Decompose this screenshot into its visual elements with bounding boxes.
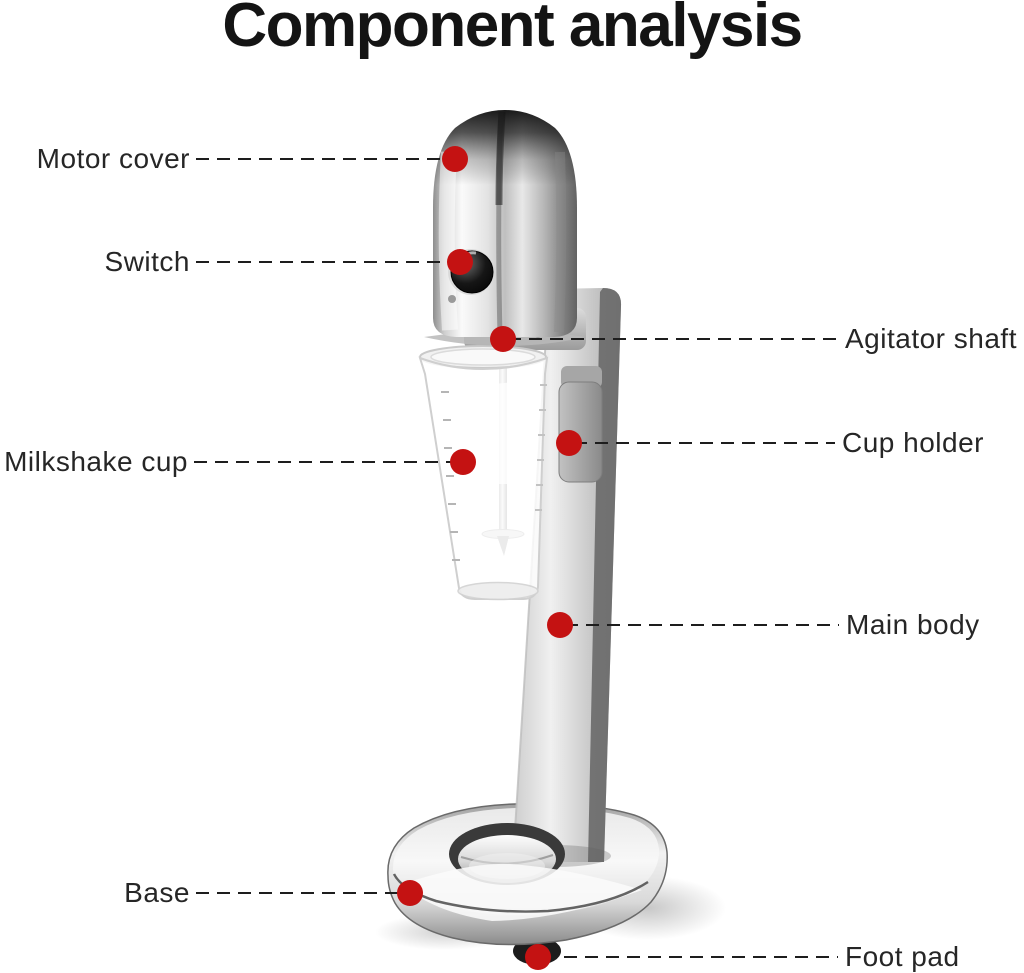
callout-label-milkshake-cup: Milkshake cup [4, 446, 188, 477]
callout-dot-switch [447, 249, 473, 275]
callout-dot-milkshake-cup [450, 449, 476, 475]
cup-measure-ticks [441, 391, 460, 561]
callout-label-base: Base [124, 877, 190, 908]
callout-line-cup-holder [574, 442, 835, 444]
callout-line-agitator-shaft [508, 338, 838, 340]
callout-dot-base [397, 880, 423, 906]
callout-line-main-body [565, 624, 839, 626]
callout-line-motor-cover [196, 158, 450, 160]
page-title: Component analysis [222, 0, 803, 60]
callout-line-foot-pad [543, 956, 838, 958]
callout-label-cup-holder: Cup holder [842, 427, 984, 458]
callout-dot-agitator-shaft [490, 326, 516, 352]
callout-dot-main-body [547, 612, 573, 638]
callout-line-milkshake-cup [194, 461, 458, 463]
callout-dot-cup-holder [556, 430, 582, 456]
callout-label-motor-cover: Motor cover [36, 143, 190, 174]
callout-line-base [196, 892, 405, 894]
callout-line-switch [196, 261, 455, 263]
callout-label-agitator-shaft: Agitator shaft [845, 323, 1017, 354]
base-tray-recess [392, 823, 649, 921]
callout-dot-motor-cover [442, 146, 468, 172]
cup-holder-shape [558, 366, 603, 483]
callout-label-foot-pad: Foot pad [845, 941, 960, 972]
callout-dot-foot-pad [525, 944, 551, 970]
cup-measure-ticks-right [535, 384, 547, 511]
callout-label-main-body: Main body [846, 609, 980, 640]
callout-label-switch: Switch [104, 246, 190, 277]
